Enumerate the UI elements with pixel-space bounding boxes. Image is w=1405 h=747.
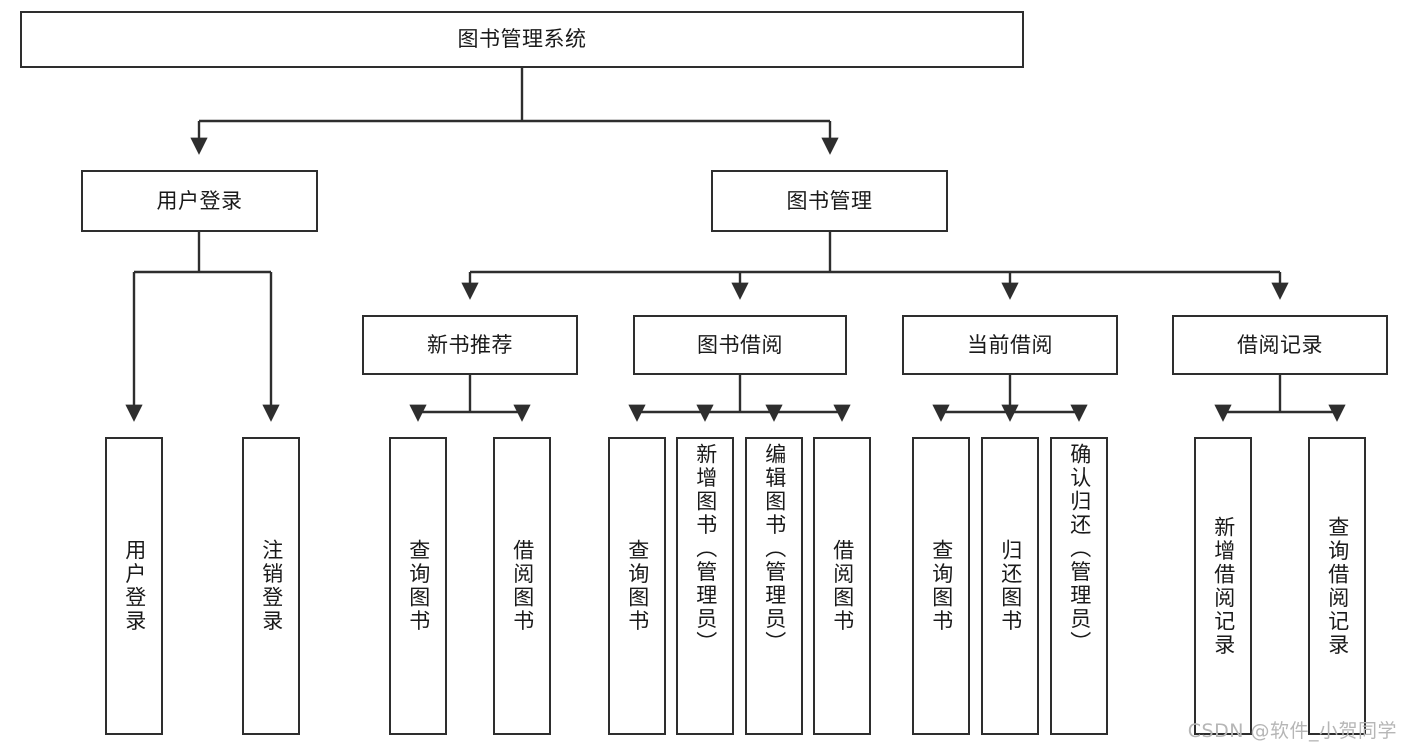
csdn-watermark: CSDN @软件_小贺同学: [1187, 720, 1397, 742]
node-user-login[interactable]: 用户登录: [81, 170, 318, 232]
leaf-add-book[interactable]: 新增图书（管理员）: [676, 437, 734, 735]
leaf-edit-book-label: 编辑图书（管理员）: [762, 443, 787, 655]
node-new-book-recommend[interactable]: 新书推荐: [362, 315, 578, 375]
node-borrow-record-label: 借阅记录: [1237, 332, 1323, 357]
node-current-borrow-label: 当前借阅: [967, 332, 1053, 357]
node-current-borrow[interactable]: 当前借阅: [902, 315, 1118, 375]
leaf-borrow-book-2-label: 借阅图书: [830, 539, 855, 633]
leaf-user-login-label: 用户登录: [122, 539, 147, 633]
node-new-book-recommend-label: 新书推荐: [427, 332, 513, 357]
leaf-return-book[interactable]: 归还图书: [981, 437, 1039, 735]
leaf-query-book-2[interactable]: 查询图书: [608, 437, 666, 735]
node-root[interactable]: 图书管理系统: [20, 11, 1024, 68]
node-book-borrow[interactable]: 图书借阅: [633, 315, 847, 375]
node-root-label: 图书管理系统: [457, 27, 587, 52]
leaf-query-book-3-label: 查询图书: [929, 539, 954, 633]
leaf-query-book-3[interactable]: 查询图书: [912, 437, 970, 735]
node-book-manage[interactable]: 图书管理: [711, 170, 948, 232]
leaf-query-book-2-label: 查询图书: [625, 539, 650, 633]
leaf-edit-book[interactable]: 编辑图书（管理员）: [745, 437, 803, 735]
leaf-logout-login-label: 注销登录: [259, 539, 284, 633]
leaf-borrow-book-2[interactable]: 借阅图书: [813, 437, 871, 735]
node-borrow-record[interactable]: 借阅记录: [1172, 315, 1388, 375]
leaf-add-book-label: 新增图书（管理员）: [693, 443, 718, 655]
leaf-query-book-1[interactable]: 查询图书: [389, 437, 447, 735]
leaf-borrow-book-1[interactable]: 借阅图书: [493, 437, 551, 735]
leaf-add-record-label: 新增借阅记录: [1211, 515, 1236, 657]
leaf-return-book-label: 归还图书: [998, 539, 1023, 633]
leaf-add-record[interactable]: 新增借阅记录: [1194, 437, 1252, 735]
node-user-login-label: 用户登录: [156, 188, 243, 213]
leaf-borrow-book-1-label: 借阅图书: [510, 539, 535, 633]
leaf-query-record-label: 查询借阅记录: [1325, 515, 1350, 657]
node-book-borrow-label: 图书借阅: [697, 332, 783, 357]
leaf-logout-login[interactable]: 注销登录: [242, 437, 300, 735]
leaf-user-login[interactable]: 用户登录: [105, 437, 163, 735]
leaf-query-record[interactable]: 查询借阅记录: [1308, 437, 1366, 735]
node-book-manage-label: 图书管理: [786, 188, 873, 213]
leaf-confirm-return[interactable]: 确认归还（管理员）: [1050, 437, 1108, 735]
leaf-query-book-1-label: 查询图书: [406, 539, 431, 633]
leaf-confirm-return-label: 确认归还（管理员）: [1067, 443, 1092, 655]
